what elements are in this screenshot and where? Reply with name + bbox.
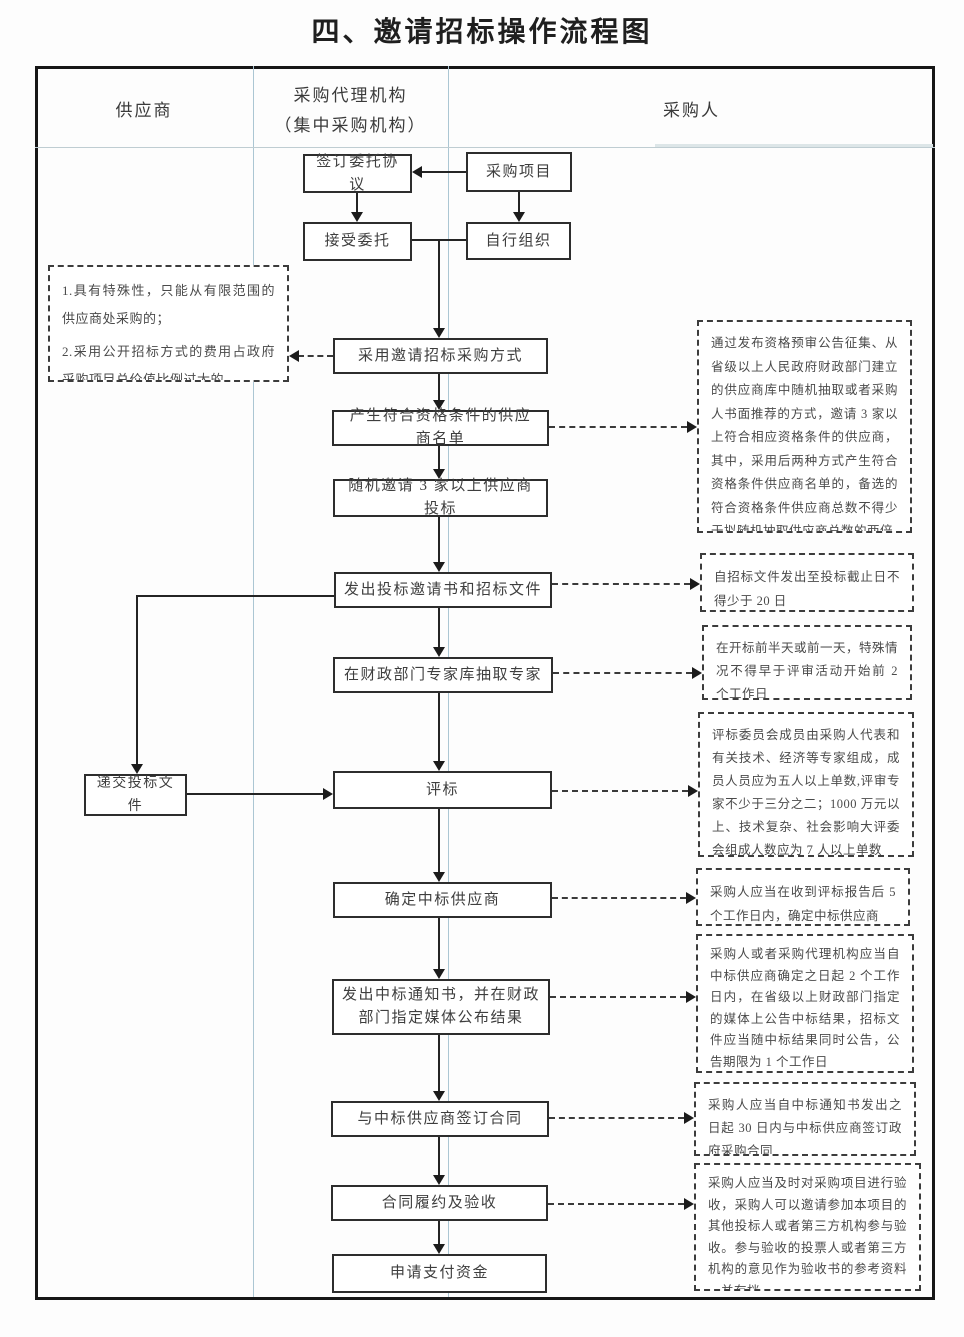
arrowhead-down-icon [433,969,445,979]
arrowhead-down-icon [131,764,143,774]
dashed-contract-to-note7 [549,1117,684,1119]
arrowhead-down-icon [433,647,445,657]
node-sign-contract: 与中标供应商签订合同 [331,1101,549,1137]
connector-list-to-invite [438,446,440,470]
arrowhead-right-icon [687,421,697,433]
node-send-invitation: 发出投标邀请书和招标文件 [334,572,552,608]
arrowhead-right-icon [323,788,333,800]
arrowhead-right-icon [686,892,696,904]
connector-project-down [518,192,520,213]
dashed-list-to-note1 [549,426,687,428]
arrowhead-down-icon [433,328,445,338]
arrowhead-down-icon [513,212,525,222]
connector-agreement-down [356,193,358,213]
node-procurement-project: 采购项目 [466,152,572,192]
header-separator [35,147,935,148]
page-title: 四、邀请招标操作流程图 [311,17,653,48]
header-separator-shade [655,144,933,148]
arrowhead-down-icon [433,1091,445,1101]
arrowhead-down-icon [433,562,445,572]
note-evaluation-committee: 评标委员会成员由采购人代表和有关技术、经济等专家组成，成员人员应为五人以上单数,… [698,712,914,857]
table-frame [35,66,935,1300]
arrowhead-right-icon [684,1112,694,1124]
node-accept-entrustment: 接受委托 [303,222,412,261]
column-header-supplier: 供应商 [115,101,173,120]
note-announce-result: 采购人或者采购代理机构应当自中标供应商确定之日起 2 个工作日内，在省级以上财政… [696,934,914,1073]
arrowhead-down-icon [433,872,445,882]
connector-method-to-list [438,374,440,401]
node-award-notice: 发出中标通知书，并在财政部门指定媒体公布结果 [332,979,550,1035]
column-header-purchaser: 采购人 [663,101,720,120]
arrowhead-down-icon [351,212,363,222]
arrowhead-right-icon [684,1198,694,1210]
dashed-winner-to-note5 [552,897,686,899]
node-draw-experts: 在财政部门专家库抽取专家 [333,657,553,693]
connector-performance-to-payment [438,1221,440,1245]
node-evaluate: 评标 [333,771,552,809]
node-qualified-list: 产生符合资格条件的供应商名单 [332,408,549,447]
note-expert-draw-timing: 在开标前半天或前一天，特殊情况不得早于评审活动开始前 2 个工作日 [702,625,912,700]
arrowhead-left-icon [412,166,422,178]
node-apply-payment: 申请支付资金 [332,1254,547,1293]
dashed-evaluate-to-note4 [552,790,688,792]
connector-winner-to-notice [438,918,440,970]
node-self-organize: 自行组织 [466,222,571,260]
connector-invitation-to-experts [438,608,440,648]
note-5-working-days: 采购人应当在收到评标报告后 5 个工作日内，确定中标供应商 [696,868,910,926]
column-divider-1 [253,66,254,1297]
arrowhead-down-icon [433,1244,445,1254]
node-adopt-method: 采用邀请招标采购方式 [333,338,548,374]
connector-notice-to-contract [438,1035,440,1092]
connector-contract-to-performance [438,1137,440,1176]
dashed-notice-to-note6 [550,996,686,998]
arrowhead-down-icon [433,1175,445,1185]
agency-header-line1: 采购代理机构 [293,86,408,105]
connector-evaluate-to-winner [438,809,440,873]
node-determine-winner: 确定中标供应商 [333,882,552,918]
connector-merge-down [438,239,440,329]
connector-invite-to-invitation [438,517,440,563]
connector-invitation-left [136,595,334,597]
node-submit-bid: 递交投标文件 [84,774,187,816]
connector-submit-to-evaluate [187,793,324,795]
note-supplier-sourcing: 通过发布资格预审公告征集、从省级以上人民政府财政部门建立的供应商库中随机抽取或者… [697,320,912,533]
arrowhead-right-icon [692,667,702,679]
dashed-invitation-to-note2 [552,583,690,585]
note-30-days-contract: 采购人应当自中标通知书发出之日起 30 日内与中标供应商签订政府采购合同 [694,1082,916,1156]
node-performance-acceptance: 合同履约及验收 [331,1185,548,1221]
note-acceptance-check: 采购人应当及时对采购项目进行验收，采购人可以邀请参加本项目的其他投标人或者第三方… [694,1163,921,1291]
arrowhead-right-icon [690,578,700,590]
arrowhead-down-icon [433,400,445,410]
arrowhead-right-icon [688,785,698,797]
dashed-performance-to-note8 [548,1203,684,1205]
condition-item-2: 2.采用公开招标方式的费用占政府采购项目总价值比例过大的 [62,344,275,382]
dashed-experts-to-note3 [553,672,692,674]
note-20-days: 自招标文件发出至投标截止日不得少于 20 日 [700,553,914,612]
node-random-invite: 随机邀请 3 家以上供应商投标 [333,478,548,517]
arrowhead-down-icon [433,469,445,479]
condition-item-1: 1.具有特殊性，只能从有限范围的供应商处采购的； [62,283,275,326]
column-header-agency: 采购代理机构 （集中采购机构） [253,81,448,141]
agency-header-line2: （集中采购机构） [274,116,427,135]
arrowhead-down-icon [433,761,445,771]
connector-project-to-agreement [421,171,466,173]
arrowhead-right-icon [686,991,696,1003]
node-sign-agreement: 签订委托协议 [303,154,412,193]
arrowhead-left-icon [289,350,299,362]
note-invitation-conditions: 1.具有特殊性，只能从有限范围的供应商处采购的； 2.采用公开招标方式的费用占政… [48,265,289,382]
connector-left-down-to-submit [136,595,138,765]
connector-experts-to-evaluate [438,693,440,762]
dashed-method-to-conditions [298,355,333,357]
